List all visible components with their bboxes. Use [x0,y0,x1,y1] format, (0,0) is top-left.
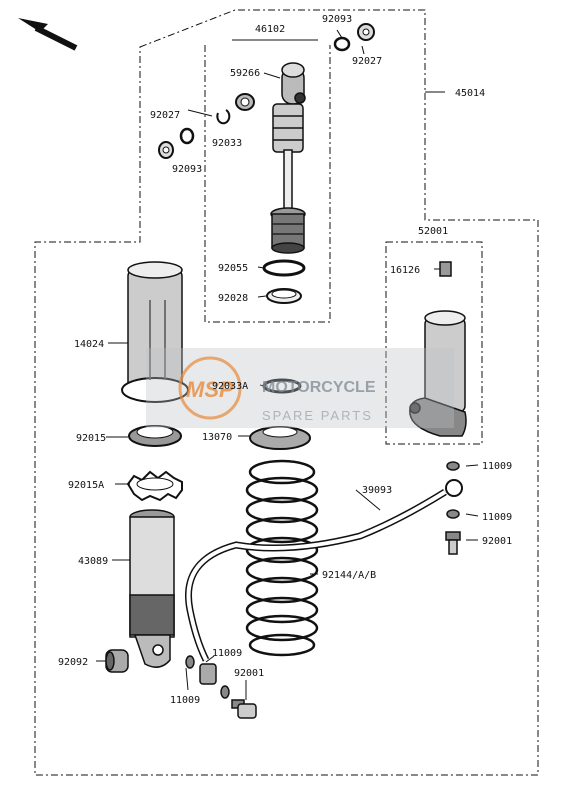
front-direction-arrow-icon [18,18,78,51]
label-92028: 92028 [218,293,248,304]
spring-seat-13070 [249,426,311,450]
washer-11009-bottom-1 [185,655,195,669]
watermark: MSP MOTORCYCLE SPARE PARTS [146,348,454,428]
shock-body-43089 [129,509,175,668]
label-11009-right-1: 11009 [482,461,512,472]
label-92092: 92092 [58,657,88,668]
spring-cover-14024 [121,261,189,403]
label-92093-left: 92093 [172,164,202,175]
damper-rod-group-box [204,45,331,323]
label-16126: 16126 [390,265,420,276]
label-11009-right-2: 11009 [482,512,512,523]
nut-92027-top [357,23,375,41]
seal-92028 [266,288,302,304]
washer-92093-top [333,36,351,52]
circlip-92033 [216,109,231,125]
lock-nut-92015A [126,470,183,502]
watermark-line1: MOTORCYCLE [262,379,376,396]
coil-spring-92144 [245,459,319,657]
nut-92027-left [158,141,174,159]
label-92144: 92144/A/B [322,570,376,581]
label-92033: 92033 [212,138,242,149]
damper-rod-assembly [270,62,306,254]
label-13070: 13070 [202,432,232,443]
adjuster-nut-92015 [128,425,182,447]
label-92055: 92055 [218,263,248,274]
label-45014: 45014 [455,88,485,99]
label-59266: 59266 [230,68,260,79]
label-14024: 14024 [74,339,104,350]
label-92015A: 92015A [68,480,104,491]
label-92033A: 92033A [212,381,248,392]
label-92093-top: 92093 [322,14,352,25]
bushing-92092 [105,649,129,673]
banjo-fitting [199,663,217,685]
washer-11009-right-2 [446,509,460,519]
part-labels: 46102 92093 92027 59266 45014 92027 9203… [58,14,512,706]
bushing-59266 [235,93,255,111]
label-46102: 46102 [255,24,285,35]
hose-39093 [185,479,463,662]
washer-92093-left [179,127,195,145]
label-11009-bottom-1: 11009 [212,648,242,659]
label-92027-left: 92027 [150,110,180,121]
leader-lines [96,29,479,700]
bolt-92001-bottom [231,699,257,719]
reservoir-52001 [409,261,467,437]
label-92015: 92015 [76,433,106,444]
assembly-outline [34,9,539,776]
label-39093: 39093 [362,485,392,496]
reservoir-group-box [385,241,483,445]
label-52001: 52001 [418,226,448,237]
label-92001-right: 92001 [482,536,512,547]
label-92001-bottom: 92001 [234,668,264,679]
label-43089: 43089 [78,556,108,567]
washer-11009-bottom-2 [220,685,230,699]
watermark-logo: MSP [186,377,234,402]
o-ring-92055 [262,259,306,277]
label-92027-top: 92027 [352,56,382,67]
washer-11009-right-1 [446,461,460,471]
label-11009-bottom-2: 11009 [170,695,200,706]
bolt-92001-right [445,531,461,555]
watermark-line2: SPARE PARTS [262,408,373,423]
